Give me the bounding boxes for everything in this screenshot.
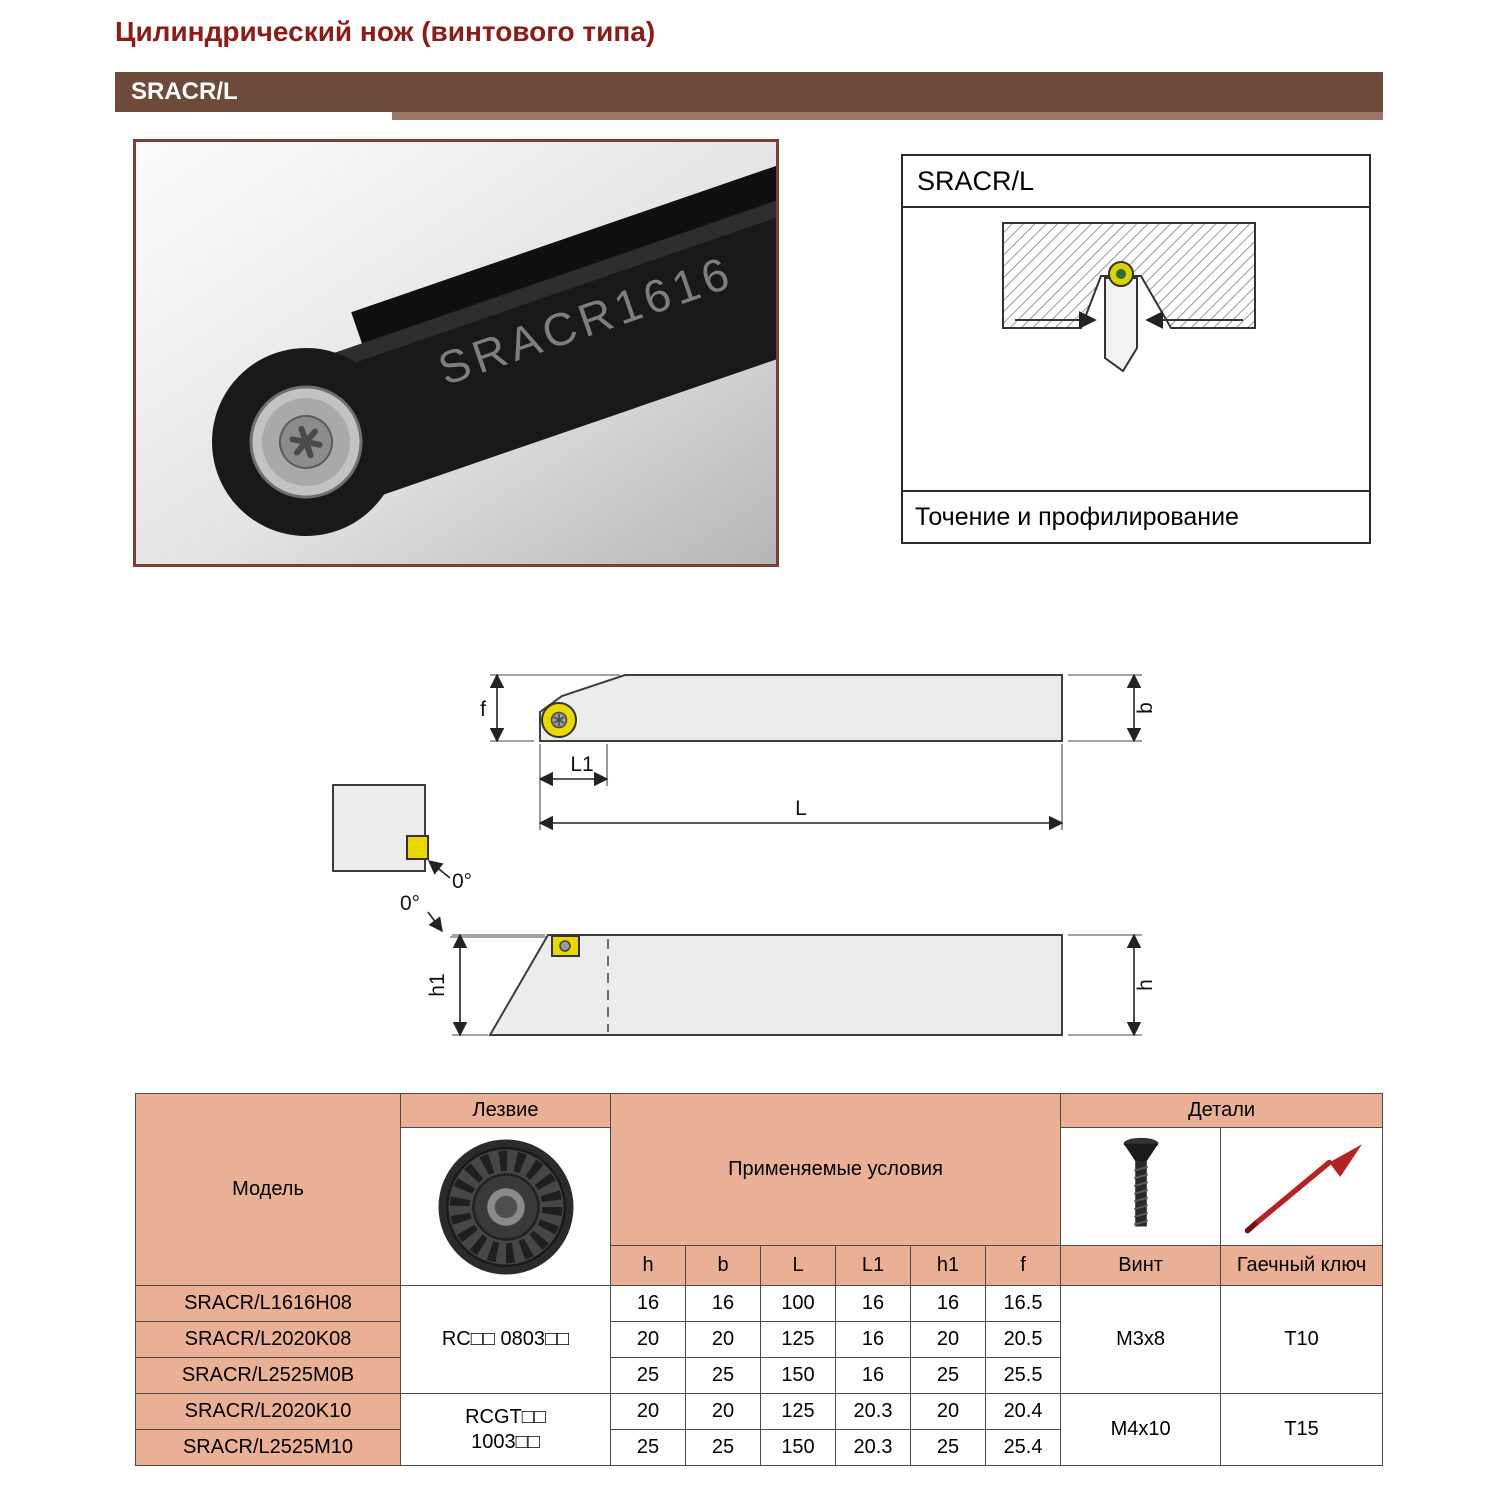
- dim-header: h: [610, 1245, 686, 1286]
- application-diagram: [903, 208, 1369, 490]
- tool-blade: [1104, 277, 1138, 373]
- value-cell: 25: [610, 1429, 686, 1466]
- dim-header: h1: [910, 1245, 986, 1286]
- dim-header: L1: [835, 1245, 911, 1286]
- value-cell: 16.5: [984, 1285, 1062, 1322]
- top-view-body: [488, 934, 1063, 1036]
- col-header-model: Модель: [135, 1093, 401, 1286]
- dim-label-b: b: [1134, 702, 1157, 714]
- value-cell: 20: [610, 1321, 686, 1358]
- dim-label-h: h: [1134, 979, 1157, 991]
- value-cell: 20: [685, 1393, 761, 1430]
- blade-code: RCGT□□ 1003□□: [400, 1393, 611, 1466]
- spec-table: Модель Лезвие Применяемые условия Детали: [135, 1093, 1384, 1466]
- value-cell: 150: [760, 1357, 836, 1394]
- tool-photo-illustration: SRACR1616: [136, 142, 776, 564]
- dim-label-h1: h1: [426, 973, 449, 996]
- value-cell: 125: [760, 1393, 836, 1430]
- product-photo: SRACR1616: [133, 139, 779, 567]
- value-cell: 150: [760, 1429, 836, 1466]
- screw-cell: M4x10: [1060, 1393, 1222, 1466]
- model-cell: SRACR/L2525M0B: [135, 1357, 401, 1394]
- col-header-blade: Лезвие: [400, 1093, 611, 1128]
- value-cell: 16: [835, 1357, 911, 1394]
- blade-code-line2: 1003□□: [471, 1430, 540, 1453]
- application-box: SRACR/L Точение и профилирован: [901, 154, 1371, 544]
- dim-label-L1: L1: [570, 753, 593, 776]
- value-cell: 25: [910, 1429, 986, 1466]
- col-header-wrench: Гаечный ключ: [1220, 1245, 1384, 1286]
- dim-label-L: L: [795, 797, 807, 820]
- value-cell: 20: [910, 1393, 986, 1430]
- series-header-bar: SRACR/L: [115, 72, 1383, 112]
- wrench-cell: T10: [1220, 1285, 1384, 1394]
- model-cell: SRACR/L2525M10: [135, 1429, 401, 1466]
- value-cell: 25: [910, 1357, 986, 1394]
- value-cell: 20.3: [835, 1429, 911, 1466]
- dim-header: b: [685, 1245, 761, 1286]
- front-view-insert: [406, 835, 429, 860]
- value-cell: 20: [685, 1321, 761, 1358]
- dim-label-f: f: [480, 698, 486, 721]
- angle-label-top: 0°: [400, 892, 420, 915]
- col-header-conditions: Применяемые условия: [609, 1093, 1062, 1246]
- value-cell: 125: [760, 1321, 836, 1358]
- value-cell: 20: [910, 1321, 986, 1358]
- value-cell: 16: [685, 1285, 761, 1322]
- screw-image: [1060, 1127, 1222, 1246]
- value-cell: 25.5: [984, 1357, 1062, 1394]
- value-cell: 20.5: [984, 1321, 1062, 1358]
- dim-header: L: [760, 1245, 836, 1286]
- dim-header: f: [984, 1245, 1062, 1286]
- value-cell: 16: [835, 1321, 911, 1358]
- application-caption: Точение и профилирование: [903, 490, 1369, 542]
- value-cell: 25: [685, 1357, 761, 1394]
- value-cell: 25: [610, 1357, 686, 1394]
- round-insert-icon: [438, 1139, 573, 1274]
- screw-cell: M3x8: [1060, 1285, 1222, 1394]
- wrench-cell: T15: [1220, 1393, 1384, 1466]
- value-cell: 20: [610, 1393, 686, 1430]
- value-cell: 20.3: [835, 1393, 911, 1430]
- page-title: Цилиндрический нож (винтового типа): [115, 16, 656, 47]
- value-cell: 16: [910, 1285, 986, 1322]
- dimension-drawing: f b L1 L 0° 0°: [300, 640, 1210, 1090]
- value-cell: 16: [610, 1285, 686, 1322]
- torx-key-icon: [1244, 1143, 1362, 1233]
- screw-icon: [1123, 1137, 1158, 1227]
- model-cell: SRACR/L2020K08: [135, 1321, 401, 1358]
- blade-code: RC□□ 0803□□: [400, 1285, 611, 1394]
- blade-code-line1: RCGT□□: [465, 1405, 546, 1428]
- wrench-image: [1220, 1127, 1384, 1246]
- series-bar-accent: [392, 112, 1383, 120]
- angle-label-front: 0°: [452, 870, 472, 893]
- col-header-screw: Винт: [1060, 1245, 1222, 1286]
- value-cell: 20.4: [984, 1393, 1062, 1430]
- model-cell: SRACR/L2020K10: [135, 1393, 401, 1430]
- blade-insert-image: [400, 1127, 611, 1286]
- side-view-body: [539, 674, 1063, 742]
- series-name: SRACR/L: [131, 78, 238, 105]
- value-cell: 25: [685, 1429, 761, 1466]
- col-header-parts: Детали: [1060, 1093, 1384, 1128]
- model-cell: SRACR/L1616H08: [135, 1285, 401, 1322]
- application-box-title: SRACR/L: [903, 156, 1369, 208]
- value-cell: 25.4: [984, 1429, 1062, 1466]
- value-cell: 100: [760, 1285, 836, 1322]
- value-cell: 16: [835, 1285, 911, 1322]
